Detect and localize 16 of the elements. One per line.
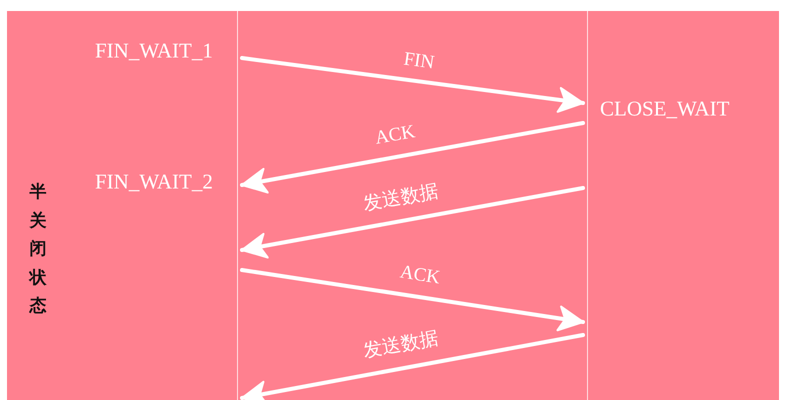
arrow xyxy=(240,186,585,259)
state-label: FIN_WAIT_1 xyxy=(95,40,213,62)
arrow xyxy=(240,333,585,400)
arrow xyxy=(240,56,585,113)
state-label: FIN_WAIT_2 xyxy=(95,172,213,192)
vertical-label: 半关闭状态 xyxy=(29,181,47,318)
lifeline xyxy=(587,11,588,400)
edge-label: 发送数据 xyxy=(360,328,442,362)
state-label: CLOSE_WAIT xyxy=(600,98,730,120)
edge-label: ACK xyxy=(398,262,442,288)
edge-label: 发送数据 xyxy=(360,182,442,214)
arrow xyxy=(240,268,585,332)
lifeline xyxy=(237,11,238,400)
edge-label: FIN xyxy=(402,49,436,73)
edge-label: ACK xyxy=(372,122,418,148)
arrow xyxy=(240,121,585,194)
